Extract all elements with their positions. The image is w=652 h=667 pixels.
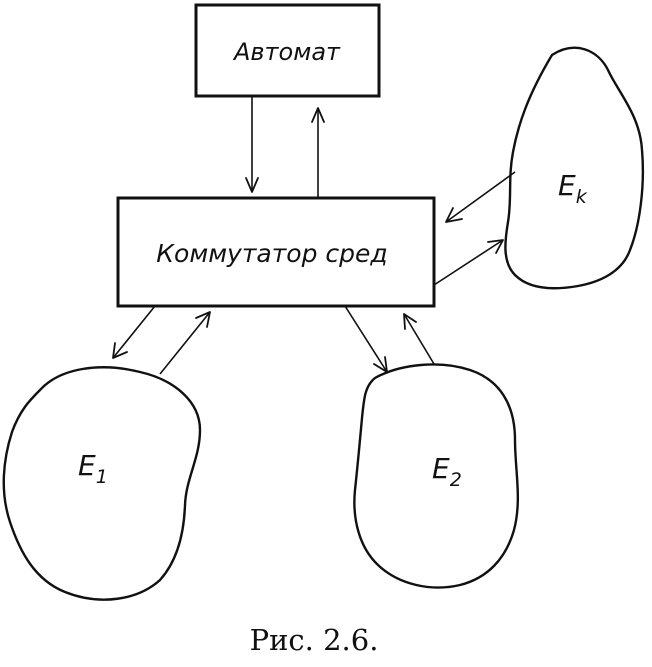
environment-e1-blob	[2, 366, 202, 601]
environment-e2-letter: E	[432, 452, 450, 485]
environment-e2-label: E2	[432, 452, 462, 491]
environment-ek-letter: E	[558, 169, 576, 202]
arrow-automaton-to-switch	[245, 96, 259, 193]
environment-e2: E2	[353, 363, 520, 589]
arrow-switch-to-automaton	[311, 107, 325, 198]
environment-ek-blob	[504, 46, 645, 290]
arrow-e1-to-switch	[159, 311, 211, 375]
environment-ek-label: Ek	[558, 169, 588, 208]
switch-box	[116, 196, 436, 308]
environment-e2-blob	[353, 363, 520, 589]
automaton-node: Автомат	[194, 3, 381, 98]
environment-e1-label: E1	[78, 449, 108, 488]
automaton-label: Автомат	[232, 38, 341, 66]
environment-ek: Ek	[504, 46, 645, 290]
arrow-ek-to-switch	[445, 171, 516, 223]
switch-label: Коммутатор сред	[156, 239, 387, 268]
automaton-box	[194, 3, 381, 98]
environment-e1: E1	[2, 366, 202, 601]
environment-e1-letter: E	[78, 449, 96, 482]
figure-caption: Рис. 2.6.	[250, 623, 379, 657]
arrow-switch-to-e1	[112, 305, 156, 359]
arrow-e2-to-switch	[403, 313, 435, 365]
arrow-switch-to-e2	[344, 305, 388, 373]
environment-e2-subscript: 2	[450, 469, 462, 491]
arrow-switch-to-ek	[433, 239, 504, 286]
environment-e1-subscript: 1	[96, 466, 108, 488]
environment-ek-subscript: k	[576, 186, 588, 208]
switch-node: Коммутатор сред	[116, 196, 436, 308]
